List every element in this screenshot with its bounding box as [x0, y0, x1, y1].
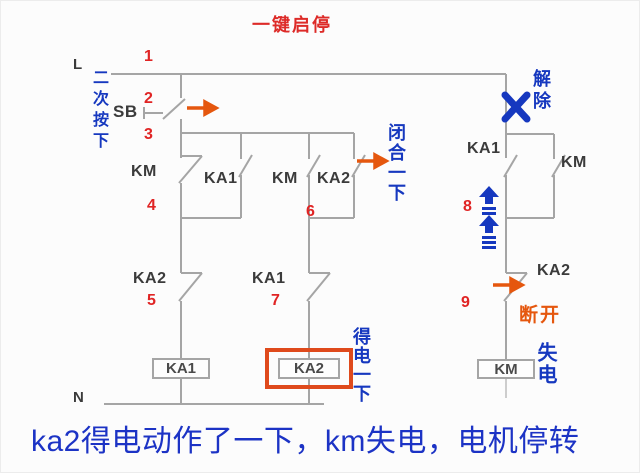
- annotation-release: 解除: [531, 69, 551, 113]
- cross-icon: [501, 91, 531, 123]
- ka1-no-contact-symbol: [181, 133, 253, 219]
- wire-branch-right: [506, 133, 555, 159]
- coil-ka1-label: KA1: [165, 360, 196, 377]
- ka2-no-label: KA2: [317, 170, 351, 187]
- ka1-no-contact-right-symbol: [503, 154, 518, 178]
- step-number-3: 3: [144, 126, 153, 143]
- up-arrow-icon: [479, 215, 499, 249]
- arrow-right-icon: [493, 276, 526, 294]
- km-no-right-label: KM: [561, 154, 587, 171]
- km-nc-contact-symbol: [178, 155, 203, 184]
- km-no-label: KM: [272, 170, 298, 187]
- step-number-4: 4: [147, 197, 156, 214]
- annotation-close-for-moment: 闭合一下: [386, 123, 406, 203]
- step-number-7: 7: [271, 292, 280, 309]
- ka1-no-right-label: KA1: [467, 140, 501, 157]
- step-number-9: 9: [461, 294, 470, 311]
- coil-km-box: [477, 359, 535, 379]
- ka2-coil-highlight-box: [265, 348, 353, 389]
- rail-label-neutral: N: [73, 389, 85, 406]
- step-number-2: 2: [144, 90, 153, 107]
- up-arrow-icon: [479, 186, 499, 215]
- coil-ka1-box: [152, 358, 210, 379]
- sb-pushbutton-symbol: [143, 98, 186, 120]
- annotation-break-open: 断开: [519, 305, 562, 326]
- ka2-nc-label: KA2: [133, 270, 167, 287]
- caption-text: ka2得电动作了一下，km失电，电机停转: [31, 425, 580, 458]
- step-number-1: 1: [144, 48, 153, 65]
- page-title: 一键启停: [252, 15, 332, 35]
- ka2-nc-contact-symbol: [178, 272, 203, 302]
- ka2-no-contact-symbol: [309, 133, 366, 219]
- arrow-right-icon: [357, 152, 390, 170]
- km-nc-label: KM: [131, 163, 157, 180]
- step-number-8: 8: [463, 198, 472, 215]
- km-no-contact-right-symbol: [506, 154, 566, 219]
- annotation-press-second-time: 二次按下: [90, 69, 107, 153]
- annotation-lose-power: 失电: [534, 342, 556, 386]
- step-number-5: 5: [147, 292, 156, 309]
- coil-ka2-label: KA2: [293, 360, 324, 377]
- ka2-nc-right-label: KA2: [537, 262, 571, 279]
- ka1-nc-label: KA1: [252, 270, 286, 287]
- coil-ka2-box: [278, 358, 340, 379]
- arrow-right-icon: [187, 99, 220, 117]
- ka1-no-label: KA1: [204, 170, 238, 187]
- step-number-6: 6: [306, 203, 315, 220]
- km-no-contact-symbol: [306, 133, 321, 273]
- coil-km-label: KM: [494, 361, 518, 378]
- annotation-energized-for-moment: 得电一下: [351, 327, 371, 403]
- sb-label: SB: [113, 102, 138, 121]
- rail-label-live: L: [73, 56, 83, 73]
- ka1-nc-contact-symbol: [306, 272, 331, 302]
